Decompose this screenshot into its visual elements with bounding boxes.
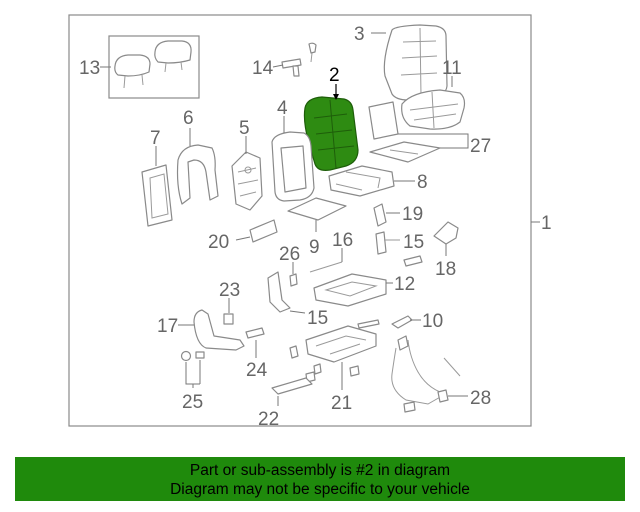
- part-9-pad: [287, 197, 347, 221]
- callout-15a: 15: [403, 232, 424, 253]
- leader-2-arrow: [333, 94, 339, 100]
- part-5-recliner: [231, 151, 263, 211]
- part-26-clip: [289, 273, 298, 287]
- part-21-adjuster: [289, 325, 377, 383]
- callout-20: 20: [208, 232, 229, 253]
- callout-9: 9: [309, 237, 320, 258]
- part-22-track-cover: [271, 377, 313, 395]
- callout-3: 3: [354, 24, 365, 45]
- info-banner: Part or sub-assembly is #2 in diagram Di…: [15, 457, 625, 501]
- callout-1: 1: [541, 213, 552, 234]
- diagram-frame: [68, 14, 532, 427]
- callout-25: 25: [182, 392, 203, 413]
- part-16-rod: [309, 261, 343, 273]
- part-15-bracket-upper: [375, 231, 400, 255]
- callout-5: 5: [239, 118, 250, 139]
- part-24-switch: [245, 327, 265, 339]
- callout-7: 7: [150, 128, 161, 149]
- part-17-side-shield: [193, 309, 245, 351]
- callout-8: 8: [417, 172, 428, 193]
- part-strip: [357, 319, 380, 329]
- callout-19: 19: [402, 204, 423, 225]
- leader-25: [185, 360, 201, 388]
- callout-14: 14: [252, 58, 274, 79]
- callout-11: 11: [442, 58, 462, 79]
- callout-18: 18: [435, 259, 456, 280]
- part-4-back-frame: [271, 131, 315, 202]
- callout-23: 23: [219, 280, 240, 301]
- callout-13: 13: [79, 58, 100, 79]
- part-6-trim: [176, 144, 219, 205]
- banner-line-2: Diagram may not be specific to your vehi…: [170, 481, 470, 498]
- callout-24: 24: [246, 360, 268, 381]
- callout-26: 26: [279, 244, 300, 265]
- callout-15b: 15: [307, 308, 328, 329]
- part-28-harness: [391, 335, 461, 413]
- part-clip: [403, 255, 423, 267]
- callout-6: 6: [183, 108, 194, 129]
- part-10-trim: [391, 315, 413, 329]
- callout-2: 2: [329, 65, 340, 86]
- part-25-fasteners: [180, 350, 205, 362]
- part-8-cushion-pad: [328, 165, 395, 197]
- callout-10: 10: [422, 311, 443, 332]
- callout-22: 22: [258, 409, 279, 430]
- leader-20: [235, 236, 251, 241]
- part-15-bracket-lower: [267, 271, 291, 313]
- callout-4: 4: [277, 98, 288, 119]
- callout-17: 17: [157, 316, 178, 337]
- part-14-guides: [281, 42, 317, 77]
- part-12-cushion-frame: [313, 273, 387, 307]
- banner-line-1: Part or sub-assembly is #2 in diagram: [189, 462, 451, 479]
- part-7-back-panel: [141, 164, 173, 227]
- part-3-back-cover: [383, 24, 448, 101]
- callout-16: 16: [332, 230, 353, 251]
- part-13-headrests: [108, 35, 200, 99]
- part-23-knob: [223, 313, 234, 325]
- callout-12: 12: [394, 274, 415, 295]
- callout-21: 21: [331, 393, 352, 414]
- callout-27: 27: [470, 136, 491, 157]
- parts-diagram: 1 13 14 3 11 27 2: [68, 14, 552, 430]
- callout-28: 28: [470, 388, 491, 409]
- leader-27: [398, 133, 469, 149]
- part-11-cushion-cover: [401, 89, 466, 130]
- part-20-panel: [249, 219, 278, 243]
- leader-14: [272, 64, 284, 68]
- leader-15b: [289, 310, 306, 314]
- part-18-trim: [433, 221, 459, 245]
- part-19-bracket: [373, 203, 387, 227]
- part-2-back-pad: [303, 96, 359, 171]
